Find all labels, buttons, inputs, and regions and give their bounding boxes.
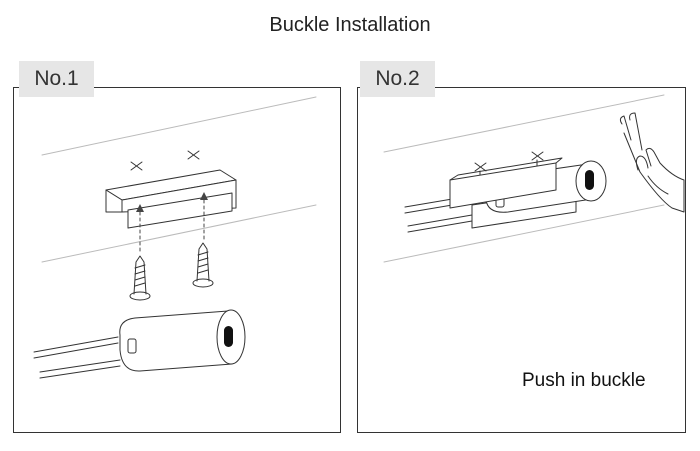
- step-1-panel: [13, 87, 341, 433]
- step-2-label: No.2: [360, 61, 435, 97]
- step-1-illustration: [33, 96, 317, 379]
- rail-guide-lines: [41, 96, 317, 263]
- page-title: Buckle Installation: [269, 14, 431, 36]
- mounting-bracket-icon: [449, 157, 563, 209]
- cable-icon: [404, 195, 473, 233]
- step-2-illustration: [383, 94, 685, 263]
- step-1-label: No.1: [19, 61, 94, 97]
- mounting-bracket-icon: [105, 169, 237, 229]
- buckle-sensor-icon: [119, 309, 246, 372]
- hand-icon: [619, 112, 685, 213]
- screw-icon: [192, 242, 214, 288]
- arrow-head-icon: [136, 192, 208, 212]
- cable-icon: [33, 336, 121, 379]
- screw-mark-icon: [130, 150, 200, 171]
- dashed-arrow-icon: [139, 199, 205, 253]
- screw-icon: [129, 255, 151, 301]
- rail-guide-lines: [383, 94, 665, 263]
- step-2-caption: Push in buckle: [522, 370, 646, 391]
